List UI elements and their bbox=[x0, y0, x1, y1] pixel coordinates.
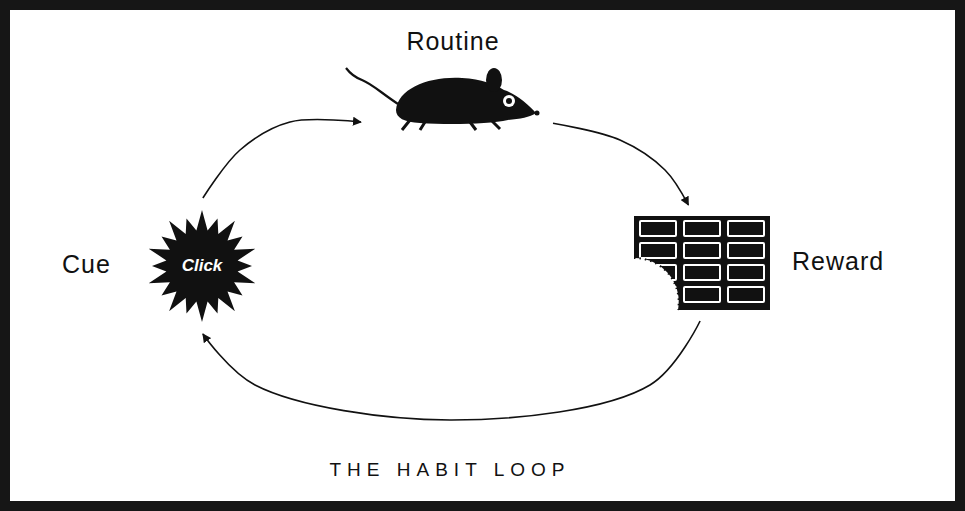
loop-arrow bbox=[203, 120, 361, 198]
reward-node: Reward bbox=[630, 212, 922, 314]
mouse-figure bbox=[346, 68, 540, 130]
starburst bbox=[149, 210, 256, 322]
node-label: Reward bbox=[792, 248, 884, 276]
burst-text: Click bbox=[182, 257, 223, 276]
node-label: Routine bbox=[406, 28, 499, 56]
cue-node: Cue Click bbox=[56, 205, 260, 327]
loop-arrow bbox=[203, 321, 700, 420]
loop-arrow bbox=[553, 123, 688, 205]
routine-node: Routine bbox=[368, 22, 546, 137]
node-label: Cue bbox=[62, 251, 111, 279]
chocolate-bar bbox=[634, 216, 770, 310]
caption: THE HABIT LOOP bbox=[330, 459, 571, 481]
